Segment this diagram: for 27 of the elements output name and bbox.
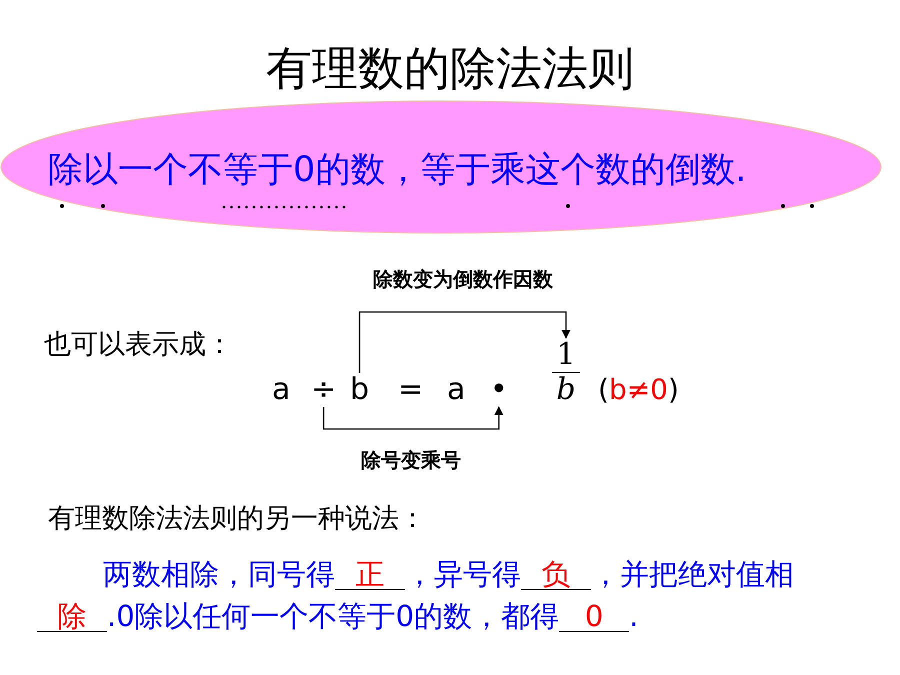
fill-in-line: 正 [335, 559, 405, 590]
rule-ellipse [0, 100, 882, 234]
rule-text: .0除以任何一个不等于0的数，都得 [107, 599, 560, 633]
fill-in-line: 除 [37, 601, 107, 632]
bracket-arrow [322, 406, 504, 430]
subheading: 有理数除法法则的另一种说法： [48, 502, 426, 536]
fill-in-line: 0 [559, 601, 630, 632]
numerator: 1 [552, 338, 580, 373]
intro-text: 也可以表示成： [44, 328, 233, 362]
rule-text: ，并把绝对值相 [591, 557, 794, 591]
condition-text: (b≠0) [598, 373, 679, 407]
rule-text: 两数相除，同号得 [103, 557, 335, 591]
formula-symbol: • [490, 373, 508, 407]
formula-symbol: ÷ [311, 373, 336, 407]
formula-symbol: = [398, 373, 424, 407]
formula-symbol: a [272, 373, 290, 407]
edge-label: 除号变乘号 [361, 447, 462, 474]
rule-text: 除以一个不等于0的数，等于乘这个数的倒数. [48, 150, 746, 190]
formula-symbol: b [350, 373, 370, 407]
bracket-arrow [358, 311, 571, 373]
rule-text: ，异号得 [405, 557, 521, 591]
formula-symbol: a [447, 373, 466, 407]
denominator: b [555, 373, 577, 407]
slide-title: 有理数的除法法则 [265, 40, 635, 97]
rule-text: . [629, 599, 638, 633]
edge-label: 除数变为倒数作因数 [372, 266, 553, 293]
fill-in-line: 负 [521, 559, 591, 590]
